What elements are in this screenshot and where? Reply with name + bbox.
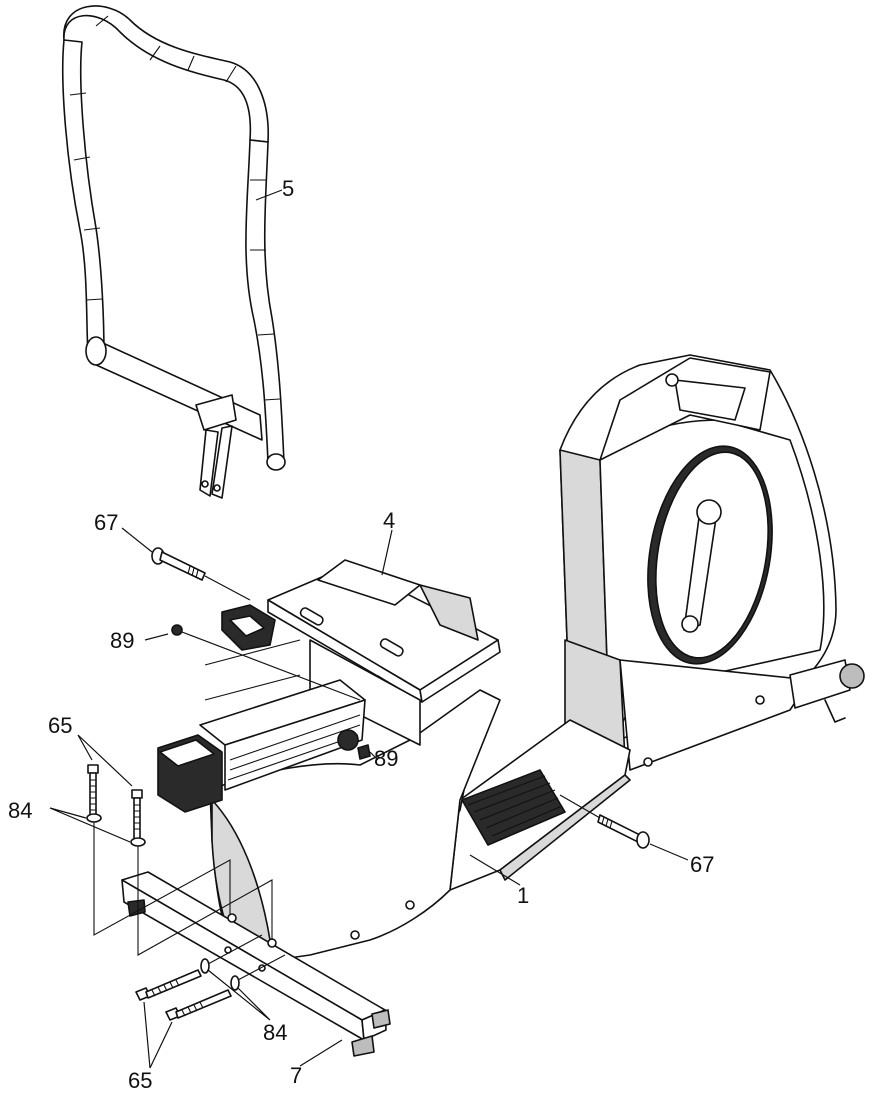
callout-labels: 5 4 67 89 89 65 84 67 1 84 7 65 (8, 176, 714, 1093)
bolts-65-bottom (135, 969, 232, 1069)
callout-67-bottom: 67 (690, 852, 714, 877)
part-4-carriage-plate (204, 529, 501, 746)
callout-84-right: 84 (263, 1020, 287, 1045)
callout-7: 7 (290, 1063, 302, 1088)
callout-84-left: 84 (8, 798, 32, 823)
bolt-67-bottom (559, 794, 689, 861)
callout-1: 1 (517, 883, 529, 908)
callout-4: 4 (383, 508, 395, 533)
bolt-67-top (121, 527, 251, 601)
part-1-main-frame (209, 354, 865, 966)
callout-65-bottom: 65 (128, 1068, 152, 1093)
callout-89-mid: 89 (374, 746, 398, 771)
washers-84-bottom (200, 934, 286, 1021)
nut-89-left (144, 624, 361, 701)
nut-89-mid (357, 744, 379, 761)
seat-rail (157, 679, 366, 813)
callout-67-top: 67 (94, 510, 118, 535)
part-5-handlebar (61, 5, 286, 499)
callout-65-top: 65 (48, 713, 72, 738)
washers-84-top (49, 807, 146, 847)
ribbed-plate (461, 769, 566, 846)
callout-5: 5 (282, 176, 294, 201)
fasteners (49, 527, 689, 1069)
callout-89-left: 89 (110, 628, 134, 653)
part-7-front-stabilizer (121, 871, 391, 1067)
